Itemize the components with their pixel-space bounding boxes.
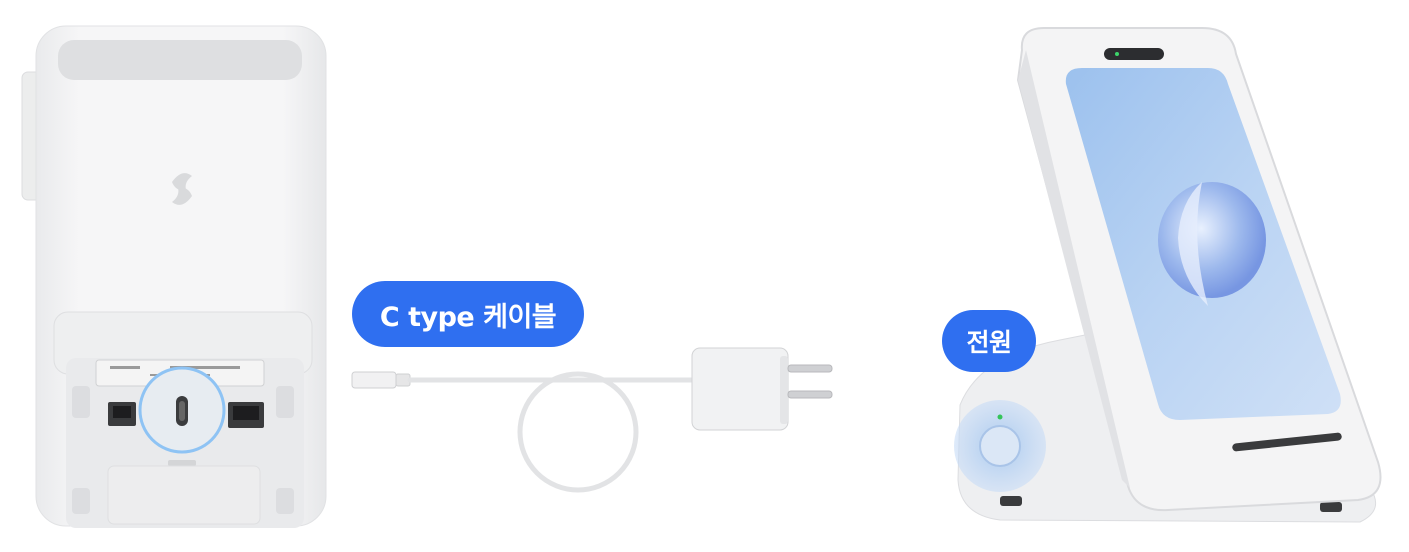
power-label-badge: 전원 [942, 310, 1036, 372]
rj11-port [108, 402, 136, 426]
power-led [997, 414, 1003, 420]
device-back-view [21, 25, 327, 528]
charger-cable-illustration [351, 347, 833, 493]
swirl-logo-icon [172, 173, 192, 205]
cable-label-badge: C type 케이블 [352, 281, 584, 347]
device-front-view [954, 27, 1382, 523]
rj45-port [228, 402, 264, 428]
power-button[interactable] [979, 425, 1021, 467]
